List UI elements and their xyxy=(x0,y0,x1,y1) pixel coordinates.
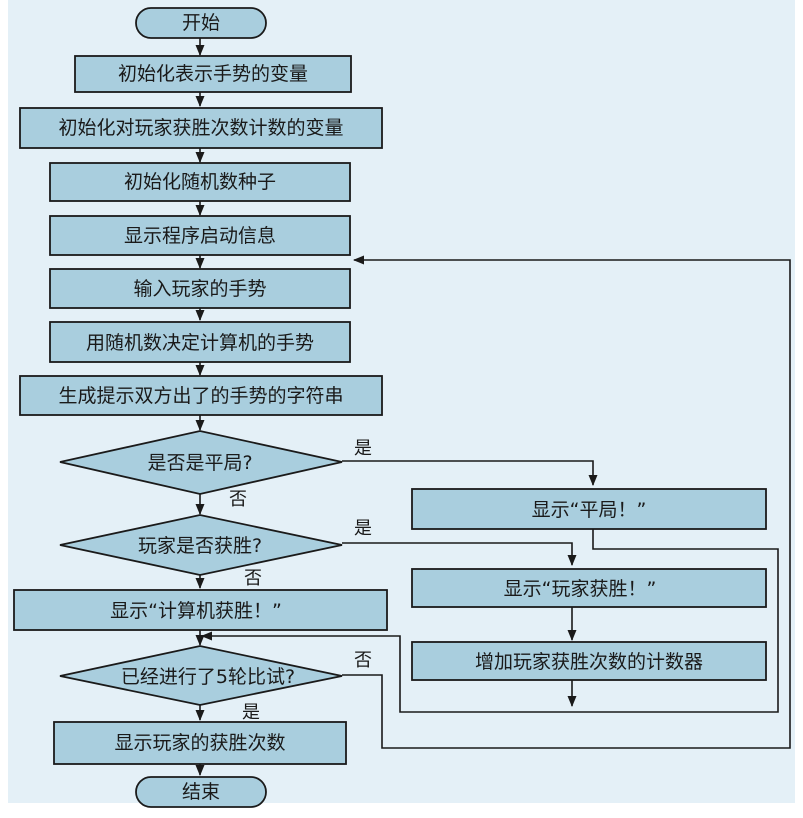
is-draw-label: 是否是平局? xyxy=(147,452,252,474)
show-start-message-label: 显示程序启动信息 xyxy=(124,225,276,247)
five-rounds-label: 已经进行了5轮比试? xyxy=(121,666,295,688)
process-show-player-win: 显示“玩家获胜！” xyxy=(411,568,767,608)
edge-label-win-no: 否 xyxy=(244,568,262,589)
decision-five-rounds: 已经进行了5轮比试? xyxy=(59,645,343,706)
show-draw-label: 显示“平局！” xyxy=(532,499,647,521)
connector-lines xyxy=(195,38,791,776)
process-increment-counter: 增加玩家获胜次数的计数器 xyxy=(411,641,767,681)
show-computer-win-label: 显示“计算机获胜！” xyxy=(110,600,282,622)
decision-player-wins: 玩家是否获胜? xyxy=(59,514,343,576)
end-terminal: 结束 xyxy=(135,776,267,808)
player-wins-label: 玩家是否获胜? xyxy=(138,535,262,557)
process-init-random-seed: 初始化随机数种子 xyxy=(49,162,351,202)
end-label: 结束 xyxy=(182,781,220,803)
random-computer-gesture-label: 用随机数决定计算机的手势 xyxy=(86,332,314,354)
edge-label-rounds-no: 否 xyxy=(354,650,372,671)
process-show-win-count: 显示玩家的获胜次数 xyxy=(53,721,347,765)
process-input-player-gesture: 输入玩家的手势 xyxy=(49,268,351,309)
start-label: 开始 xyxy=(182,12,220,34)
edge-label-draw-yes: 是 xyxy=(354,438,372,459)
decision-is-draw: 是否是平局? xyxy=(59,430,343,495)
show-win-count-label: 显示玩家的获胜次数 xyxy=(114,732,285,754)
process-random-computer-gesture: 用随机数决定计算机的手势 xyxy=(49,321,351,363)
process-show-computer-win: 显示“计算机获胜！” xyxy=(13,589,388,631)
process-build-gesture-string: 生成提示双方出了的手势的字符串 xyxy=(19,375,383,416)
show-player-win-label: 显示“玩家获胜！” xyxy=(504,578,657,600)
build-gesture-string-label: 生成提示双方出了的手势的字符串 xyxy=(58,385,343,407)
input-player-gesture-label: 输入玩家的手势 xyxy=(133,278,266,300)
increment-counter-label: 增加玩家获胜次数的计数器 xyxy=(475,651,703,673)
bottom-white-strip xyxy=(262,803,540,818)
edge-label-rounds-yes: 是 xyxy=(242,702,260,723)
process-init-win-counter: 初始化对玩家获胜次数计数的变量 xyxy=(19,107,383,149)
process-show-draw: 显示“平局！” xyxy=(411,488,767,530)
edge-label-win-yes: 是 xyxy=(354,518,372,539)
init-random-seed-label: 初始化随机数种子 xyxy=(124,171,276,193)
init-win-counter-label: 初始化对玩家获胜次数计数的变量 xyxy=(58,117,343,139)
init-gesture-vars-label: 初始化表示手势的变量 xyxy=(118,63,308,85)
start-terminal: 开始 xyxy=(135,7,267,39)
process-show-start-message: 显示程序启动信息 xyxy=(49,215,351,256)
process-init-gesture-vars: 初始化表示手势的变量 xyxy=(74,55,352,93)
edge-label-draw-no: 否 xyxy=(229,489,247,510)
